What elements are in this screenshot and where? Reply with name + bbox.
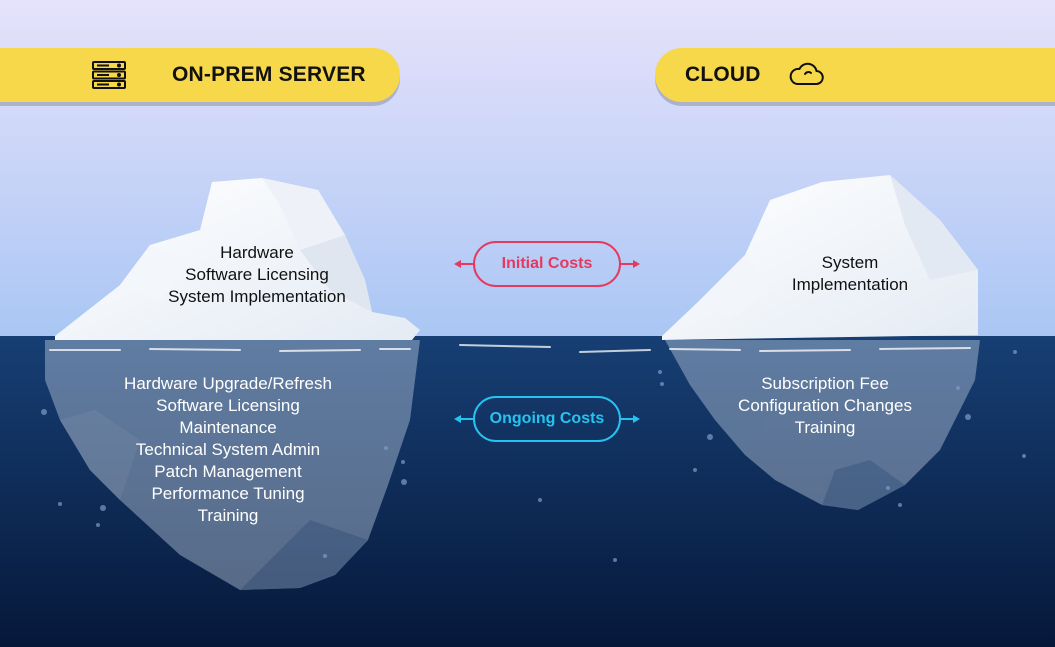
bubbles (41, 350, 1026, 562)
on-prem-iceberg-tip (55, 178, 420, 340)
on-prem-ongoing-item: Software Licensing (156, 396, 300, 415)
on-prem-ongoing-item: Technical System Admin (135, 440, 321, 459)
cloud-ongoing-item: Training (794, 418, 856, 437)
on-prem-initial-item: Software Licensing (185, 265, 329, 284)
on-prem-initial-item: Hardware (220, 243, 294, 262)
cloud-initial-item: Implementation (791, 275, 909, 294)
cloud-icon (788, 62, 824, 91)
initial-costs-label: Initial Costs (473, 241, 621, 287)
cloud-initial-items: System Implementation (765, 252, 935, 296)
on-prem-iceberg-underwater (45, 340, 420, 590)
on-prem-ongoing-item: Patch Management (154, 462, 302, 481)
on-prem-ongoing-item: Hardware Upgrade/Refresh (124, 374, 332, 393)
cloud-title: CLOUD (685, 63, 761, 86)
waterline (49, 344, 971, 353)
on-prem-initial-item: System Implementation (168, 287, 346, 306)
initial-costs-arrows (454, 260, 640, 268)
ongoing-costs-arrows (454, 415, 640, 423)
on-prem-ongoing-item: Performance Tuning (151, 484, 305, 503)
cloud-initial-item: System (821, 253, 879, 272)
on-prem-banner: ON-PREM SERVER (0, 48, 400, 102)
on-prem-initial-items: Hardware Software Licensing System Imple… (147, 242, 367, 308)
ongoing-costs-label: Ongoing Costs (473, 396, 621, 442)
cloud-iceberg-underwater (665, 340, 980, 510)
cloud-ongoing-item: Configuration Changes (738, 396, 912, 415)
water (0, 336, 1055, 647)
cloud-banner: CLOUD (655, 48, 1055, 102)
on-prem-title: ON-PREM SERVER (172, 63, 366, 86)
on-prem-ongoing-item: Maintenance (179, 418, 277, 437)
cloud-ongoing-item: Subscription Fee (761, 374, 889, 393)
on-prem-ongoing-item: Training (197, 506, 259, 525)
on-prem-ongoing-items: Hardware Upgrade/Refresh Software Licens… (98, 373, 358, 527)
cloud-iceberg-tip (662, 175, 978, 340)
cloud-ongoing-items: Subscription Fee Configuration Changes T… (715, 373, 935, 439)
server-icon (92, 61, 126, 94)
